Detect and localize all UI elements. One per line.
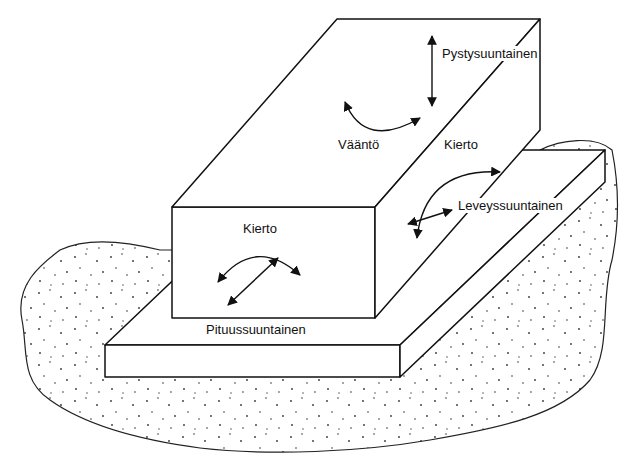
motion-label: Kierto xyxy=(241,221,279,236)
transverse-arrow xyxy=(408,210,452,224)
slab-front xyxy=(105,345,400,377)
pedestal-side xyxy=(375,19,540,318)
vertical-arrow xyxy=(431,36,432,106)
motion-label: Vääntö xyxy=(336,137,381,152)
slab-edge-cover xyxy=(105,318,172,319)
rotation-arrow-front xyxy=(218,257,300,282)
motion-label: Kierto xyxy=(442,137,480,152)
motion-label: Leveyssuuntainen xyxy=(456,198,565,213)
torsion-arrow xyxy=(345,102,420,131)
longitudinal-arrow xyxy=(228,258,278,305)
motion-label: Pystysuuntainen xyxy=(440,46,539,61)
motion-label: Pituussuuntainen xyxy=(204,322,308,337)
pedestal-front xyxy=(172,207,375,318)
